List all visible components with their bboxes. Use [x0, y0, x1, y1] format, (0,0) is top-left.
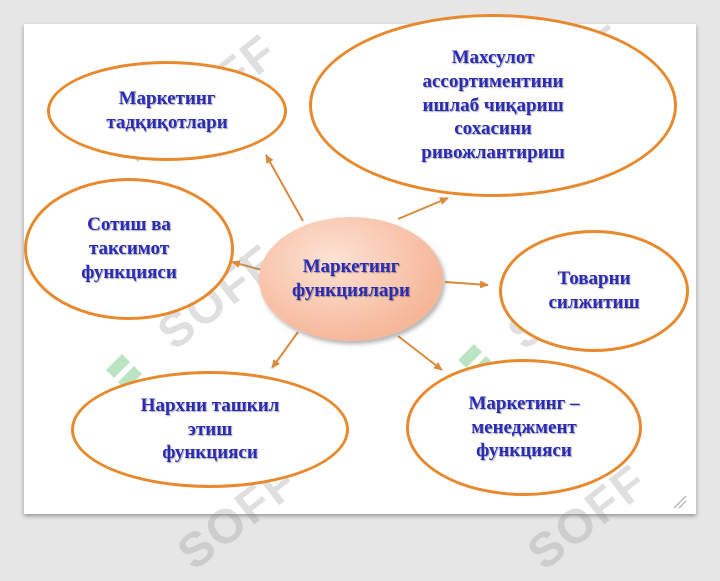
arrow-to-promotion: [444, 280, 489, 289]
arrow-to-research: [265, 154, 304, 222]
node-sales-distribution: Сотиш ва таксимот функцияси: [24, 178, 234, 320]
node-pricing: Нархни ташкил этиш функцияси: [71, 371, 349, 488]
arrow-to-pricing: [271, 331, 299, 369]
arrow-to-sales: [231, 260, 263, 271]
node-marketing-research: Маркетинг тадқиқотлари: [47, 61, 287, 161]
node-product-assortment: Махсулот ассортиментини ишлаб чиқариш со…: [309, 14, 677, 197]
node-product-promotion: Товарни силжитиш: [499, 230, 689, 352]
connector-arrows: [231, 154, 489, 371]
node-marketing-management: Маркетинг – менеджмент функцияси: [406, 359, 642, 496]
page-curl-icon: [673, 495, 687, 509]
arrow-to-assortment: [397, 197, 449, 220]
center-node-marketing-functions: Маркетинг функциялари: [259, 217, 443, 341]
arrow-to-management: [397, 335, 443, 371]
